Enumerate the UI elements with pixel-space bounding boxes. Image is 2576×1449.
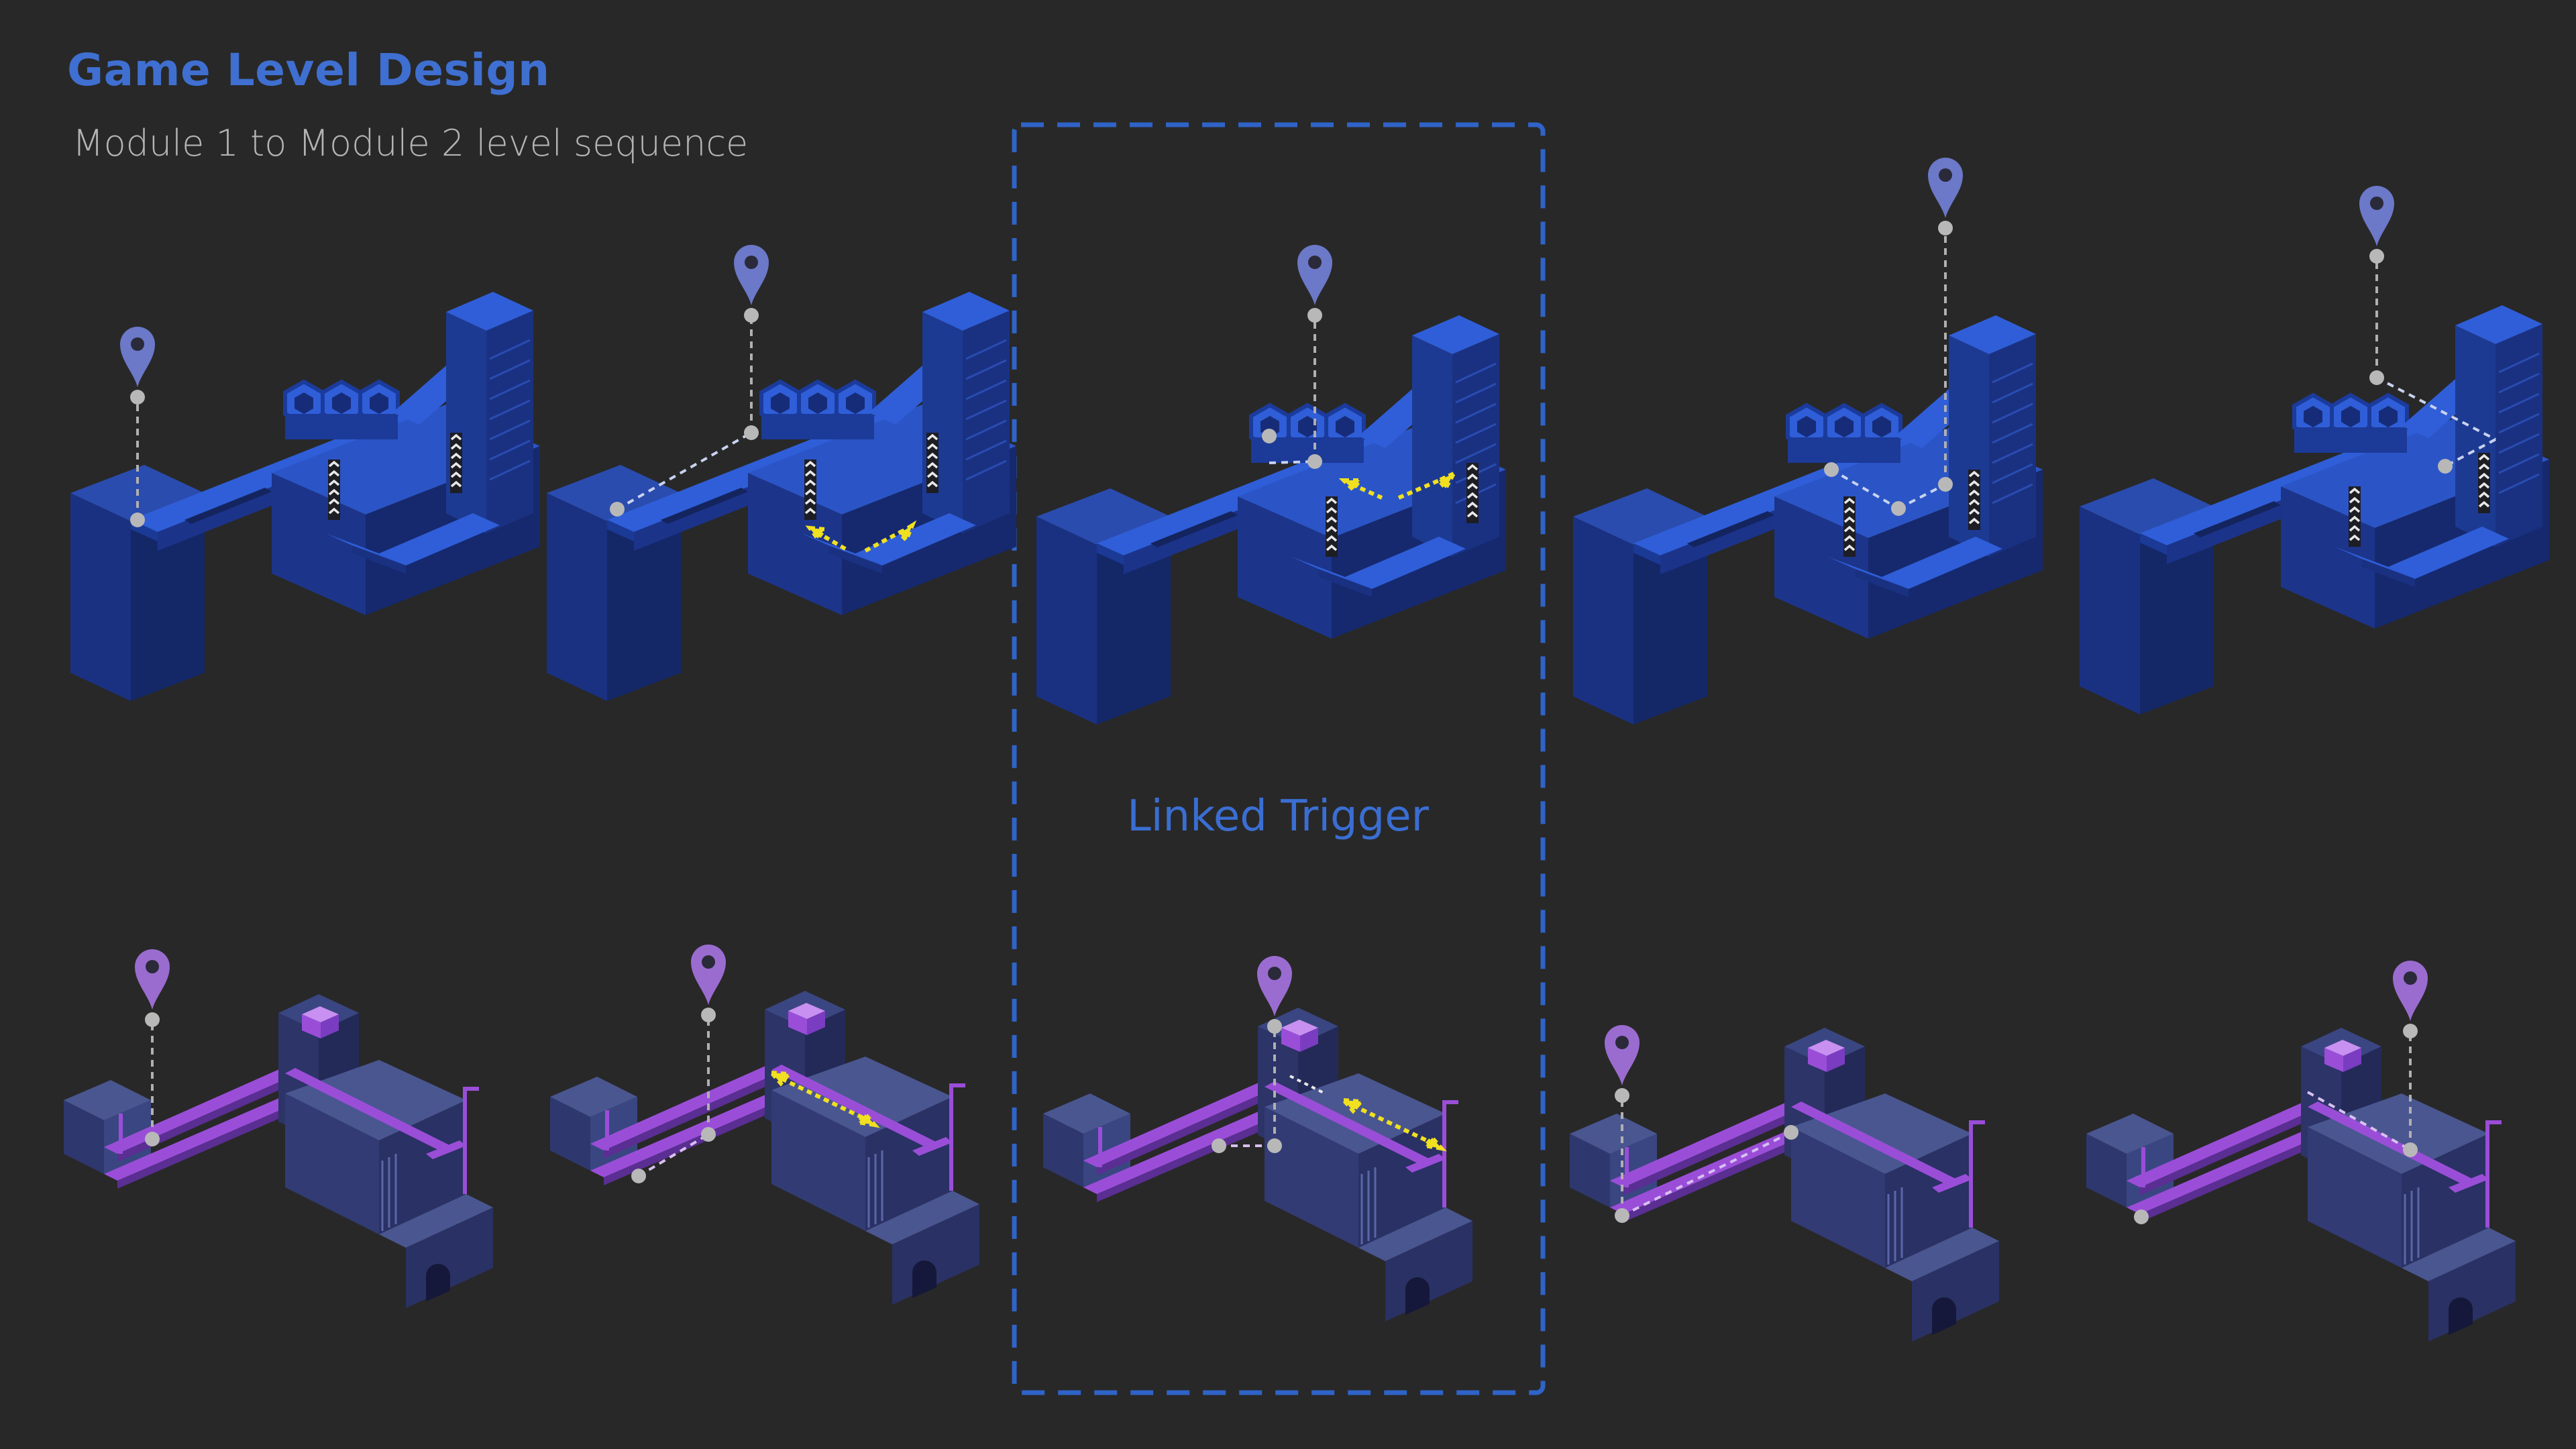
- spring-chevron-icon: [449, 431, 464, 494]
- spring-chevron-icon: [2347, 485, 2362, 548]
- double-arrow-icon: [1338, 469, 1458, 500]
- module1-step-1: [70, 292, 540, 701]
- module1-step-4: [1573, 158, 2043, 724]
- spring-chevron-icon: [925, 431, 940, 494]
- double-arrow-icon: [1338, 1097, 1447, 1152]
- location-pin-icon: [135, 949, 170, 1010]
- location-pin-icon: [1605, 1025, 1640, 1085]
- location-pin-icon: [2359, 186, 2394, 246]
- location-pin-icon: [1257, 956, 1292, 1016]
- location-pin-icon: [734, 245, 769, 305]
- module2-step-1: [62, 949, 494, 1309]
- module2-step-5: [2085, 961, 2517, 1343]
- page-subtitle: Module 1 to Module 2 level sequence: [72, 122, 749, 164]
- double-arrow-icon: [766, 1070, 880, 1128]
- spring-chevron-icon: [327, 458, 341, 521]
- module1-step-2: [547, 245, 1016, 701]
- spring-chevron-icon: [803, 458, 818, 521]
- location-pin-icon: [691, 945, 726, 1005]
- linked-trigger-highlight: [1012, 122, 1546, 1395]
- location-pin-icon: [1297, 245, 1332, 305]
- module2-step-3: [1042, 956, 1474, 1323]
- spring-chevron-icon: [1842, 495, 1857, 558]
- location-pin-icon: [2393, 961, 2428, 1021]
- spring-chevron-icon: [1967, 468, 1982, 531]
- double-arrow-icon: [805, 520, 917, 553]
- linked-trigger-label: Linked Trigger: [1127, 792, 1429, 841]
- spring-chevron-icon: [1465, 462, 1480, 525]
- page-title: Game Level Design: [67, 44, 550, 96]
- location-pin-icon: [1928, 158, 1963, 218]
- spring-chevron-icon: [2477, 451, 2491, 515]
- spring-chevron-icon: [1324, 495, 1339, 558]
- module1-step-3: [1036, 245, 1506, 724]
- location-pin-icon: [120, 327, 155, 387]
- module1-step-5: [2080, 186, 2549, 714]
- module2-step-4: [1568, 1025, 2000, 1343]
- module2-step-2: [549, 945, 981, 1306]
